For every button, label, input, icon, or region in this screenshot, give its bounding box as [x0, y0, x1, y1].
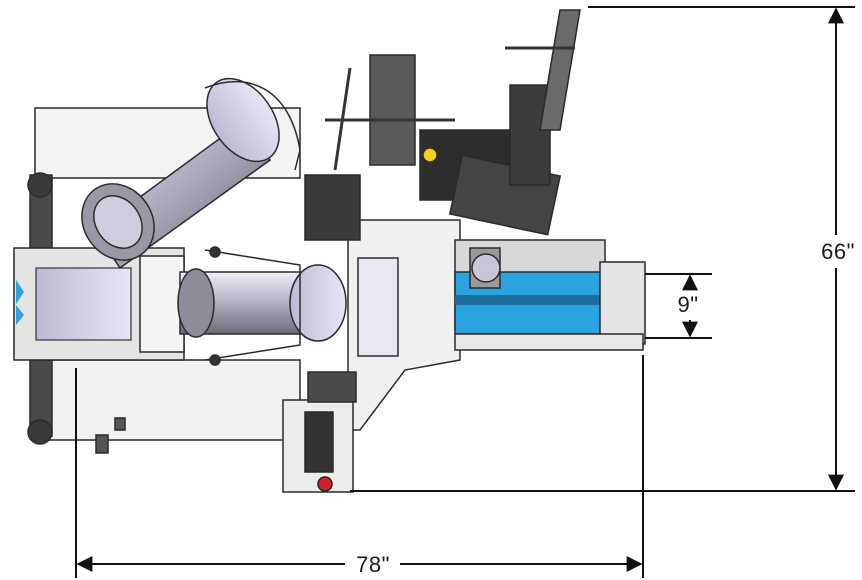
- blue-indicator: [16, 280, 24, 304]
- caster-wheel: [27, 172, 53, 198]
- caster-wheel: [27, 419, 53, 445]
- machine-illustration: [13, 9, 646, 493]
- leveling-foot: [114, 417, 126, 431]
- belt-width-label: 9": [677, 292, 698, 317]
- drive-mechanism: [325, 9, 581, 236]
- dimension-annotations: [75, 6, 855, 578]
- inspection-window: [357, 257, 399, 357]
- leveling-foot: [95, 434, 109, 454]
- upper-roll-assembly: [81, 77, 301, 270]
- base-frame-bottom: [39, 359, 301, 441]
- height-dimension-label: 66": [821, 239, 855, 264]
- blue-indicator: [16, 305, 24, 325]
- outfeed-conveyor: [454, 239, 646, 351]
- dark-motor-block: [304, 174, 361, 241]
- emergency-stop-button: [317, 476, 333, 492]
- lower-roll-assembly: [177, 246, 347, 366]
- chamber-window: [35, 267, 132, 341]
- width-dimension-label: 78": [356, 552, 390, 577]
- control-panel: [282, 371, 357, 493]
- dimension-labels: 66" 78" 9": [356, 239, 855, 577]
